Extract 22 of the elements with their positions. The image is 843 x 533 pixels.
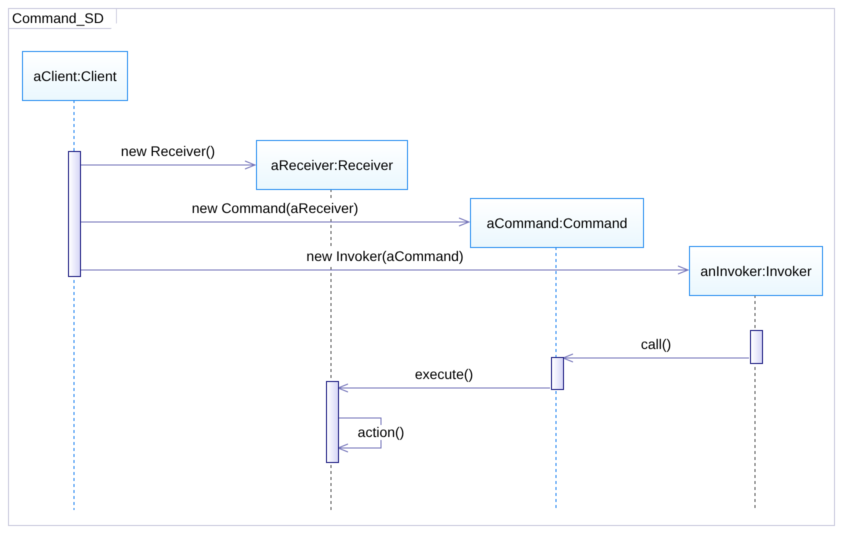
activation-bar <box>551 357 564 390</box>
activation-bar <box>750 330 763 364</box>
edge-label: call() <box>640 337 672 352</box>
object-box: aReceiver:Receiver <box>256 140 408 190</box>
frame-title: Command_SD <box>9 9 117 29</box>
edge-label: execute() <box>414 367 474 382</box>
object-box: anInvoker:Invoker <box>689 246 823 296</box>
activation-bar <box>326 381 339 463</box>
activation-bar <box>68 151 81 277</box>
edge-label: new Receiver() <box>120 144 216 159</box>
message-arrow <box>338 418 382 452</box>
edge-label: action() <box>356 425 406 440</box>
message-arrow <box>562 354 750 362</box>
edge-label: new Command(aReceiver) <box>190 201 360 216</box>
object-box: aCommand:Command <box>470 198 644 248</box>
message-arrow <box>80 160 256 170</box>
edge-label: new Invoker(aCommand) <box>305 249 465 264</box>
message-arrow <box>80 218 470 226</box>
object-box: aClient:Client <box>22 51 128 101</box>
message-arrow <box>80 266 688 274</box>
frame <box>8 8 835 526</box>
message-arrow <box>338 384 550 392</box>
